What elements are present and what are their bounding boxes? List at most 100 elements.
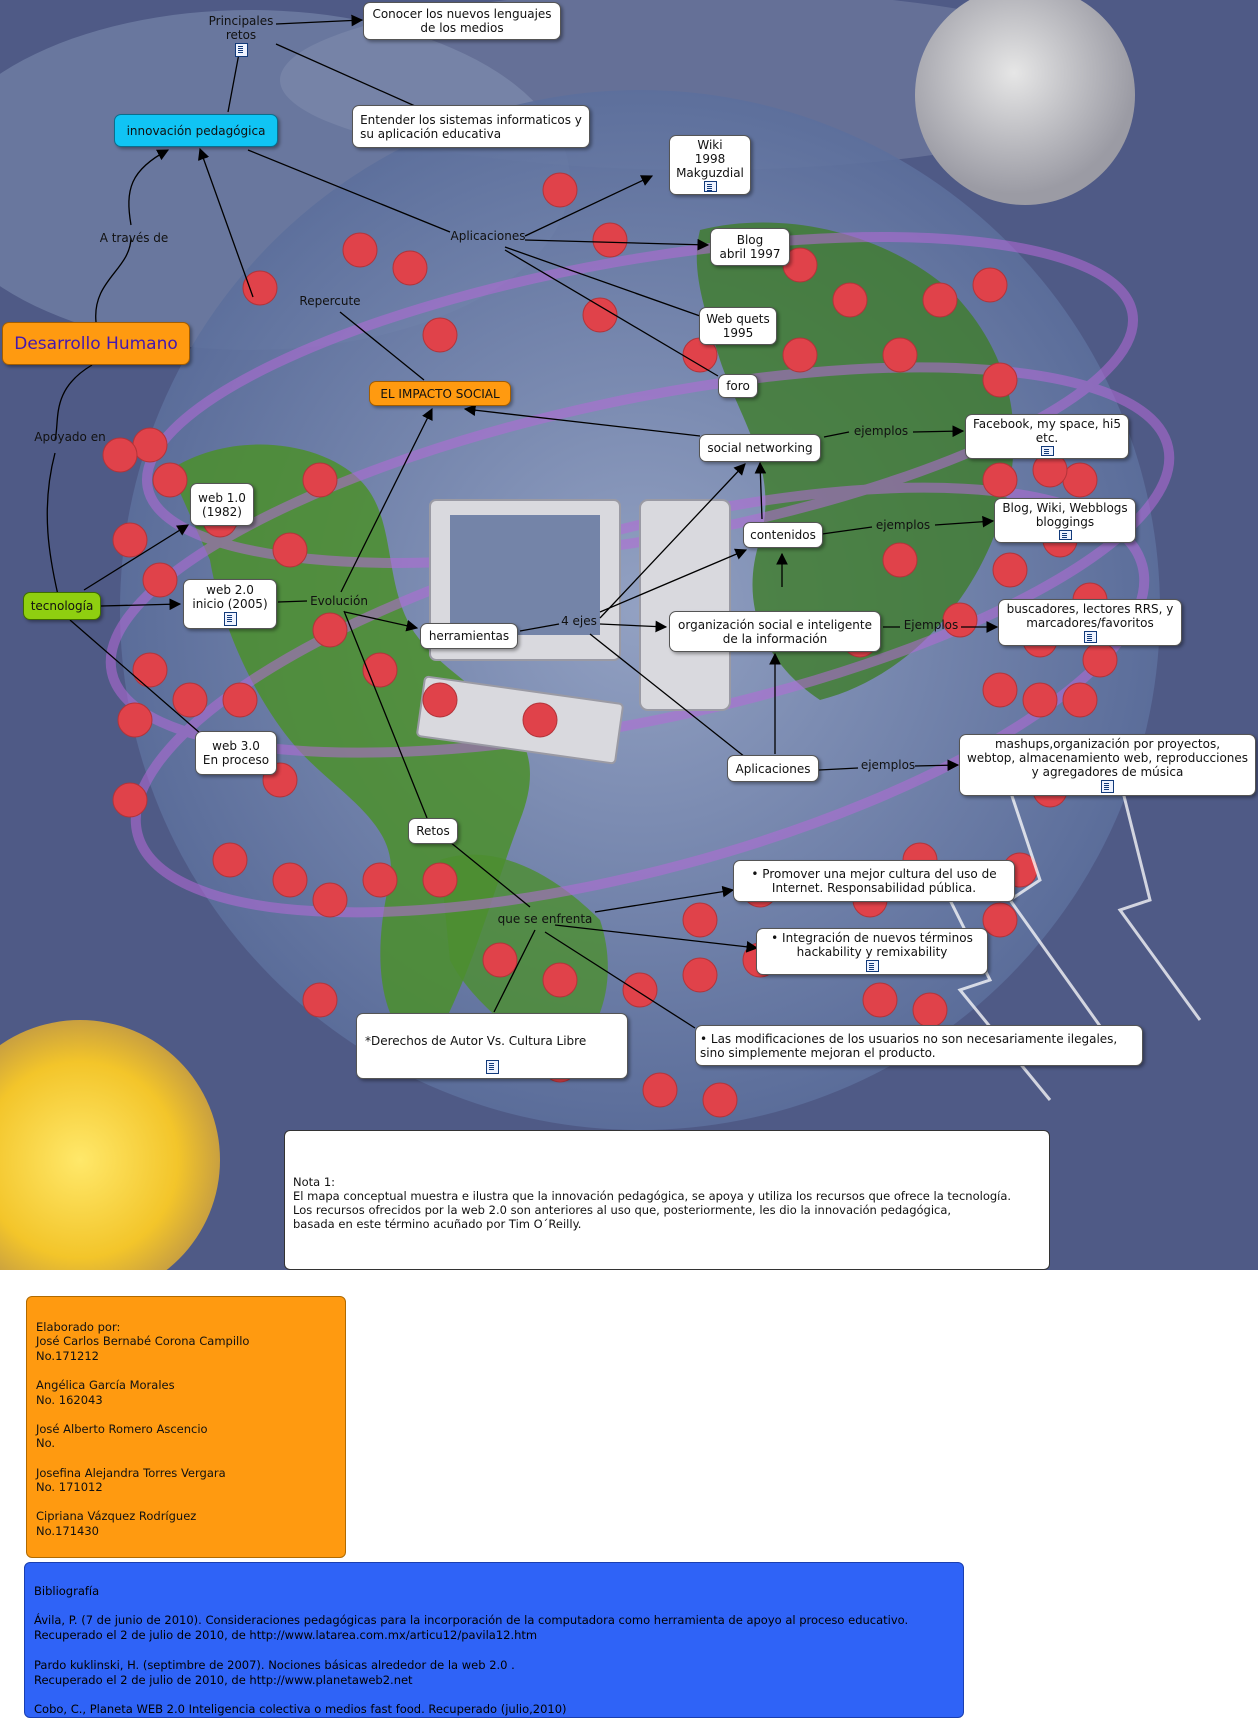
document-icon[interactable]: [1040, 446, 1054, 456]
network-dot: [642, 1072, 678, 1108]
network-dot: [172, 682, 208, 718]
network-dot: [422, 317, 458, 353]
web20-text: web 2.0 inicio (2005): [192, 582, 268, 611]
innovacion-pedagogica-node[interactable]: innovación pedagógica: [114, 114, 278, 147]
network-dot: [982, 902, 1018, 938]
integracion-node[interactable]: • Integración de nuevos términos hackabi…: [756, 928, 988, 975]
impacto-social-text: EL IMPACTO SOCIAL: [380, 386, 500, 401]
aplicaciones-top-label: Aplicaciones: [445, 228, 531, 244]
wiki-text: Wiki 1998 Makguzdial: [676, 138, 744, 180]
organizacion-text: organización social e inteligente de la …: [678, 617, 872, 646]
blog-wiki-text: Blog, Wiki, Webblogs bloggings: [1002, 501, 1128, 529]
network-dot: [982, 672, 1018, 708]
impacto-social-node[interactable]: EL IMPACTO SOCIAL: [369, 381, 511, 406]
integracion-text: • Integración de nuevos términos hackabi…: [771, 931, 973, 959]
wiki-node[interactable]: Wiki 1998 Makguzdial: [669, 135, 751, 195]
apoyado-en-label: Apoyado en: [28, 429, 112, 445]
evolucion-text: Evolución: [310, 594, 368, 608]
conocer-lenguajes-text: Conocer los nuevos lenguajes de los medi…: [372, 7, 552, 35]
web30-text: web 3.0 En proceso: [202, 739, 270, 767]
document-icon[interactable]: [1101, 780, 1114, 793]
document-icon[interactable]: [1058, 530, 1072, 540]
promover-node[interactable]: • Promover una mejor cultura del uso de …: [733, 860, 1015, 902]
herramientas-node[interactable]: herramientas: [420, 623, 518, 649]
network-dot: [1022, 682, 1058, 718]
facebook-node[interactable]: Facebook, my space, hi5 etc.: [965, 414, 1129, 459]
aplicaciones-bottom-node[interactable]: Aplicaciones: [727, 755, 819, 782]
retos-node[interactable]: Retos: [408, 818, 458, 844]
innovacion-pedagogica-text: innovación pedagógica: [126, 123, 266, 138]
facebook-text: Facebook, my space, hi5 etc.: [972, 417, 1122, 445]
network-dot: [142, 562, 178, 598]
document-icon[interactable]: [865, 960, 879, 972]
conocer-lenguajes-box[interactable]: Conocer los nuevos lenguajes de los medi…: [363, 2, 561, 40]
network-dot: [682, 957, 718, 993]
authors-box: Elaborado por: José Carlos Bernabé Coron…: [26, 1296, 346, 1558]
webquests-text: Web quets 1995: [706, 312, 770, 340]
repercute-label: Repercute: [294, 293, 366, 309]
network-dot: [102, 437, 138, 473]
retos-text: Retos: [416, 824, 450, 838]
derechos-autor-node[interactable]: *Derechos de Autor Vs. Cultura Libre: [356, 1013, 628, 1079]
network-dot: [942, 602, 978, 638]
cuatro-ejes-label: 4 ejes: [558, 613, 600, 629]
network-dot: [392, 250, 428, 286]
network-dot: [152, 462, 188, 498]
que-se-enfrenta-text: que se enfrenta: [497, 912, 593, 926]
network-dot: [682, 902, 718, 938]
network-dot: [312, 882, 348, 918]
buscadores-node[interactable]: buscadores, lectores RRS, y marcadores/f…: [998, 599, 1182, 646]
blog-node[interactable]: Blog abril 1997: [710, 228, 790, 266]
promover-text: • Promover una mejor cultura del uso de …: [751, 867, 997, 895]
network-dot: [882, 542, 918, 578]
social-networking-node[interactable]: social networking: [699, 434, 821, 462]
webquests-node[interactable]: Web quets 1995: [699, 307, 777, 345]
ejemplos-social-text: ejemplos: [853, 424, 909, 438]
document-icon[interactable]: [703, 181, 717, 192]
mashups-text: mashups,organización por proyectos, webt…: [966, 737, 1249, 779]
document-icon[interactable]: [223, 611, 237, 626]
web20-node[interactable]: web 2.0 inicio (2005): [183, 579, 277, 629]
network-dot: [422, 862, 458, 898]
network-dot: [582, 297, 618, 333]
entender-sistemas-box[interactable]: Entender los sistemas informaticos y su …: [352, 105, 590, 148]
principales-retos-text: Principales retos: [208, 13, 274, 42]
modificaciones-node[interactable]: • Las modificaciones de los usuarios no …: [695, 1025, 1143, 1066]
tecnologia-node[interactable]: tecnología: [23, 592, 101, 620]
network-dot: [972, 267, 1008, 303]
modificaciones-text: • Las modificaciones de los usuarios no …: [700, 1031, 1118, 1060]
desarrollo-humano-node[interactable]: Desarrollo Humano: [2, 322, 190, 365]
ejemplos-aplicaciones-text: ejemplos: [860, 758, 916, 772]
contenidos-node[interactable]: contenidos: [743, 522, 823, 548]
network-dot: [112, 782, 148, 818]
network-dot: [992, 552, 1028, 588]
web10-node[interactable]: web 1.0 (1982): [190, 483, 254, 526]
document-icon[interactable]: [234, 42, 248, 57]
document-icon[interactable]: [485, 1060, 499, 1074]
ejemplos-organizacion-label: Ejemplos: [901, 617, 961, 633]
desarrollo-humano-text: Desarrollo Humano: [14, 333, 178, 354]
network-dot: [302, 462, 338, 498]
note-box: Nota 1: El mapa conceptual muestra e ilu…: [284, 1130, 1050, 1270]
apoyado-en-text: Apoyado en: [34, 430, 106, 444]
network-dot: [702, 1082, 738, 1118]
network-dot: [882, 337, 918, 373]
authors-text: Elaborado por: José Carlos Bernabé Coron…: [36, 1319, 250, 1538]
document-icon[interactable]: [1083, 631, 1097, 643]
network-dot: [222, 682, 258, 718]
bibliography-box: Bibliografía Ávila, P. (7 de junio de 20…: [24, 1562, 964, 1718]
network-dot: [482, 942, 518, 978]
organizacion-node[interactable]: organización social e inteligente de la …: [669, 611, 881, 652]
ejemplos-organizacion-text: Ejemplos: [903, 618, 959, 632]
evolucion-label: Evolución: [306, 593, 372, 609]
foro-node[interactable]: foro: [718, 374, 758, 398]
a-traves-de-text: A través de: [99, 231, 169, 245]
ejemplos-aplicaciones-label: ejemplos: [858, 757, 918, 773]
foro-text: foro: [726, 379, 750, 393]
blog-wiki-node[interactable]: Blog, Wiki, Webblogs bloggings: [994, 498, 1136, 543]
buscadores-text: buscadores, lectores RRS, y marcadores/f…: [1006, 602, 1174, 630]
mashups-node[interactable]: mashups,organización por proyectos, webt…: [959, 734, 1256, 796]
network-dot: [362, 862, 398, 898]
web30-node[interactable]: web 3.0 En proceso: [195, 731, 277, 775]
network-dot: [522, 702, 558, 738]
